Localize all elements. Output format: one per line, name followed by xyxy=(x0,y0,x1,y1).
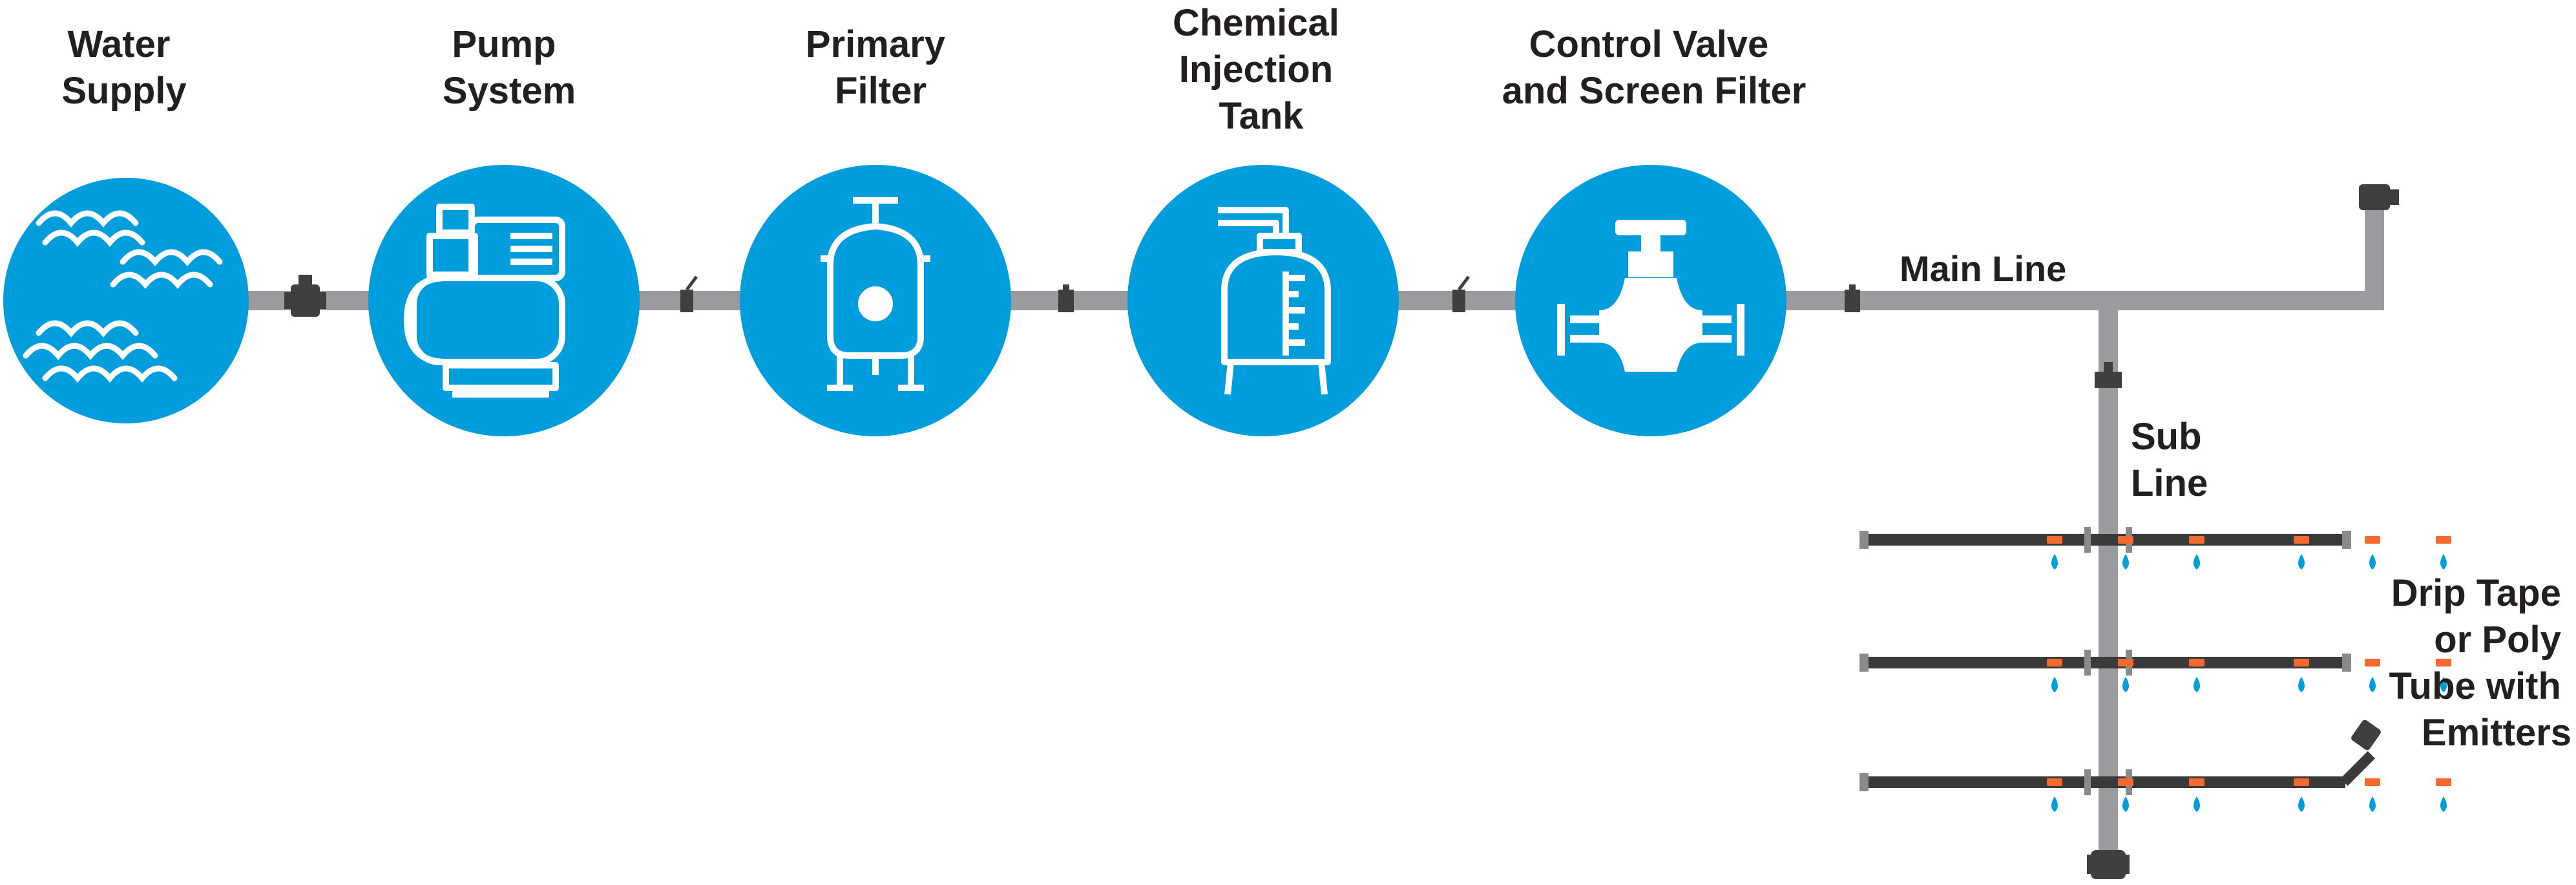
label-drip-tape: Drip Tape or Poly Tube with Emitters xyxy=(2389,572,2571,754)
water-drop xyxy=(2369,796,2376,812)
water-drop xyxy=(2122,796,2129,812)
water-drop xyxy=(2440,554,2447,570)
water-drop xyxy=(2122,554,2129,570)
sub-line-end-valve xyxy=(2087,850,2130,879)
injection-tank-icon xyxy=(1218,207,1331,395)
water-drop xyxy=(2298,554,2305,570)
inline-valve xyxy=(1058,284,1074,312)
end-valve xyxy=(2359,184,2399,210)
water-drop xyxy=(2369,677,2376,692)
water-drop xyxy=(2369,554,2376,570)
emitter xyxy=(2047,536,2062,544)
water-drop xyxy=(2194,554,2200,570)
emitter xyxy=(2365,659,2380,666)
sub-line-valve xyxy=(2095,362,2122,388)
label-main-line: Main Line xyxy=(1900,248,2066,289)
water-drop xyxy=(2298,796,2305,812)
emitter xyxy=(2294,778,2309,786)
water-drop xyxy=(2298,677,2305,692)
emitter xyxy=(2436,659,2451,666)
label-sub-line: Sub Line xyxy=(2131,416,2212,504)
water-drop xyxy=(2051,677,2058,692)
chemical-tank-circle xyxy=(1127,165,1399,436)
emitter xyxy=(2189,778,2204,786)
emitter xyxy=(2047,659,2062,666)
drip-tapes xyxy=(1859,527,2451,812)
water-drop xyxy=(2122,677,2129,692)
label-primary-filter: Primary Filter xyxy=(806,23,956,112)
emitter xyxy=(2436,536,2451,544)
inline-valve xyxy=(1845,284,1860,312)
label-chemical-injection-tank: Chemical Injection Tank xyxy=(1173,2,1350,137)
drip-tape-row xyxy=(1859,650,2451,692)
inline-valve xyxy=(1452,275,1470,312)
water-drop xyxy=(2051,554,2058,570)
sub-line-pipe xyxy=(2099,310,2118,879)
emitter xyxy=(2118,778,2133,786)
water-drop xyxy=(2194,796,2200,812)
emitter xyxy=(2365,536,2380,544)
emitter xyxy=(2118,536,2133,544)
inline-valve xyxy=(680,275,698,312)
emitter xyxy=(2047,778,2062,786)
emitter xyxy=(2294,536,2309,544)
emitter xyxy=(2189,659,2204,666)
filter-tank-icon xyxy=(821,197,930,391)
drip-tape-row xyxy=(1859,527,2451,570)
emitter xyxy=(2365,778,2380,786)
label-water-supply: Water Supply xyxy=(61,23,186,112)
emitter xyxy=(2436,778,2451,786)
control-valve-icon xyxy=(1557,220,1744,372)
drip-tape-row xyxy=(1859,720,2451,812)
water-drop xyxy=(2051,796,2058,812)
water-waves-icon xyxy=(23,210,223,383)
water-supply-circle xyxy=(3,178,249,423)
water-drop xyxy=(2194,677,2200,692)
water-drop xyxy=(2440,796,2447,812)
emitter xyxy=(2118,659,2133,666)
emitter xyxy=(2294,659,2309,666)
water-drop xyxy=(2440,677,2447,692)
label-pump-system: Pump System xyxy=(443,23,576,112)
emitter xyxy=(2189,536,2204,544)
label-control-valve: Control Valve and Screen Filter xyxy=(1502,23,1806,112)
pump-icon xyxy=(404,204,565,398)
inline-valve xyxy=(284,275,326,317)
